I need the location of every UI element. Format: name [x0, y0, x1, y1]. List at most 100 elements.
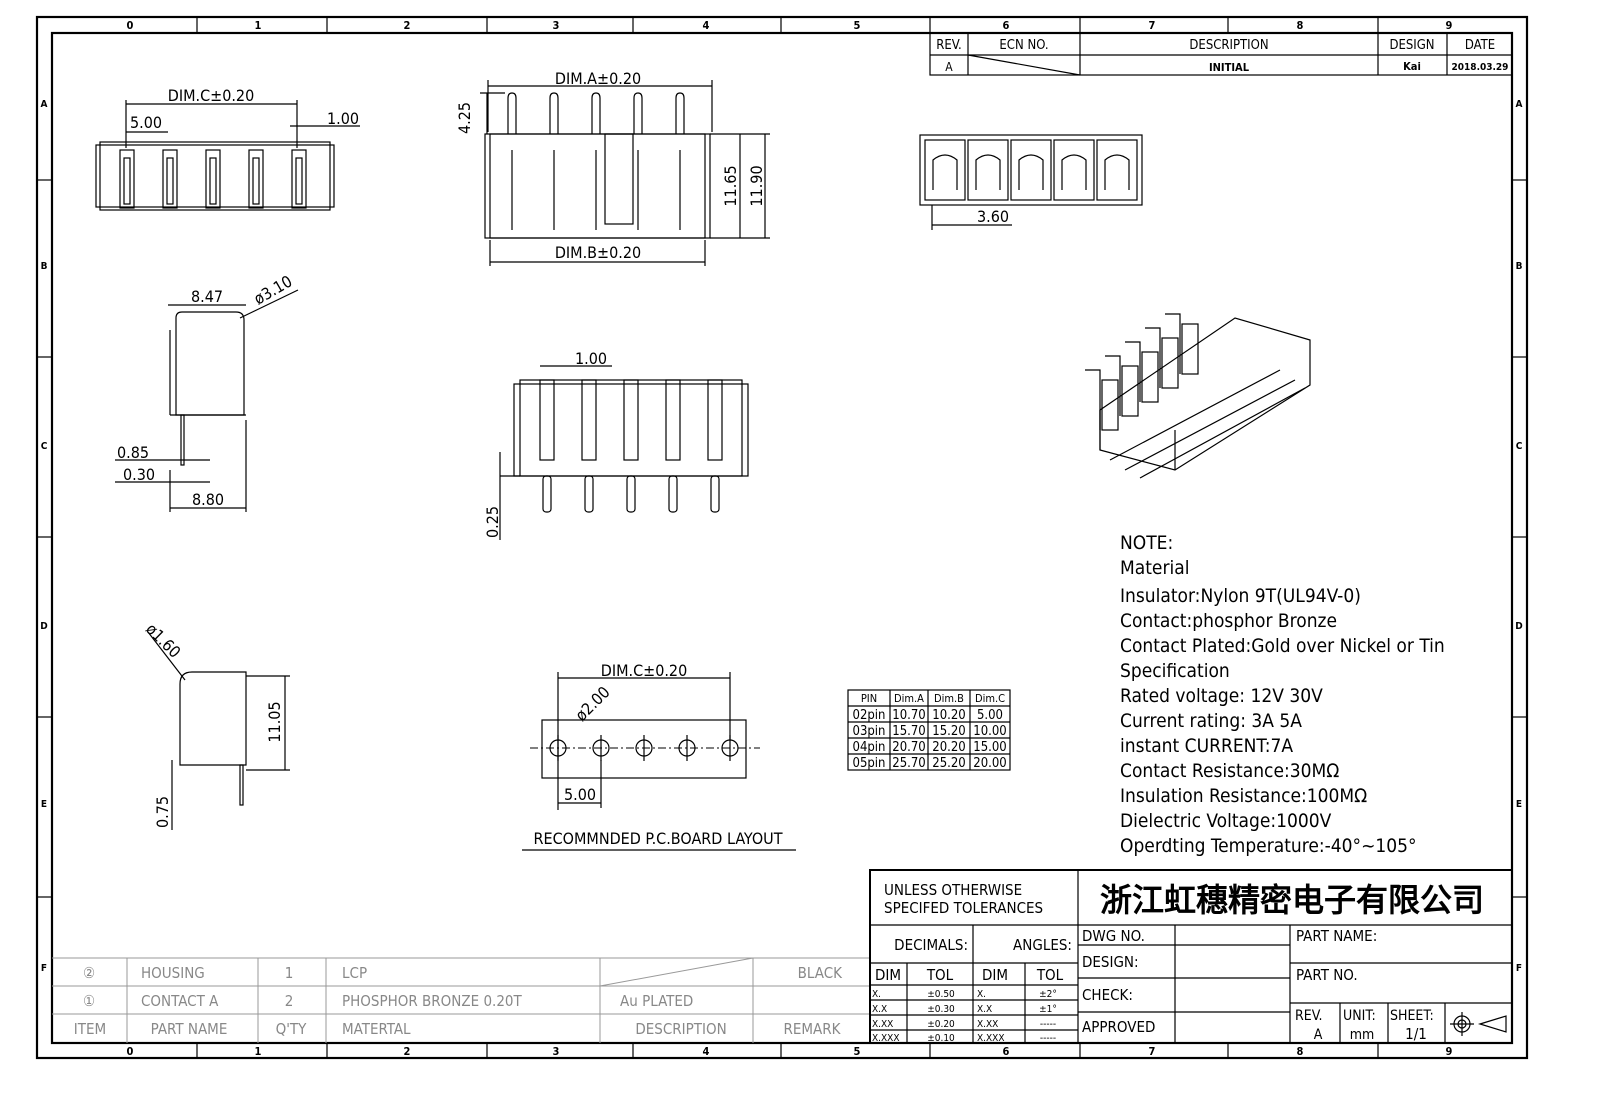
column-label-top: 0: [127, 19, 134, 32]
row-label-left: D: [40, 621, 47, 632]
pin-slot: [539, 379, 555, 461]
note-line: Contact:phosphor Bronze: [1120, 610, 1337, 632]
pin: [295, 157, 303, 205]
bom-material: LCP: [342, 964, 367, 982]
pin: [1085, 369, 1101, 430]
bom-part: HOUSING: [141, 964, 205, 982]
pin-slot: [665, 379, 681, 461]
table-cell: 10.70: [892, 708, 925, 723]
contact-cavity: [1053, 139, 1095, 201]
pin: [549, 92, 559, 134]
hole-diameter-label: ø2.00: [571, 683, 613, 725]
projection-symbol-icon: [1450, 1012, 1507, 1036]
note-line: Rated voltage: 12V 30V: [1120, 685, 1323, 707]
design-label: DESIGN:: [1082, 953, 1139, 971]
contact-cavity: [1181, 323, 1199, 375]
pin-leg: [542, 475, 552, 513]
contact-cavity: [1161, 337, 1179, 389]
pin-slot: [581, 379, 597, 461]
bom-item: ②: [83, 964, 95, 982]
pin: [1165, 313, 1181, 374]
bom-remark: BLACK: [798, 964, 844, 982]
table-cell: 10.20: [932, 708, 965, 723]
pin-width-label: 1.00: [327, 109, 359, 128]
radius-310-label: ø3.10: [251, 272, 296, 309]
date-value: 2018.03.29: [1452, 62, 1509, 73]
table-cell: 25.70: [892, 756, 925, 771]
sheet-value: 1/1: [1405, 1025, 1427, 1043]
note-line: Dielectric Voltage:1000V: [1120, 810, 1332, 832]
pin-slot: [623, 379, 639, 461]
pcb-dim-c-label: DIM.C±0.20: [601, 661, 687, 680]
height-1105-label: 11.05: [265, 701, 284, 742]
pin-slot: [119, 149, 135, 209]
column-label-bottom: 4: [703, 1045, 710, 1058]
table-cell: 15.70: [892, 724, 925, 739]
pin: [633, 92, 643, 134]
bom-description: Au PLATED: [620, 992, 693, 1010]
row-label-right: A: [1516, 99, 1523, 110]
decimal-tol: ±0.30: [927, 1004, 955, 1015]
column-label-top: 8: [1297, 19, 1304, 32]
decimal-dim: X.XXX: [872, 1033, 900, 1044]
rev-label: REV.: [1295, 1008, 1323, 1024]
column-label-bottom: 5: [854, 1045, 861, 1058]
bom-header-item: ITEM: [74, 1020, 106, 1038]
pitch-label: 5.00: [130, 113, 162, 132]
note-line: Insulator:Nylon 9T(UL94V-0): [1120, 585, 1361, 607]
width-360-label: 3.60: [977, 207, 1009, 226]
pin: [252, 157, 260, 205]
pin-leg: [584, 475, 594, 513]
height-425-label: 4.25: [455, 102, 474, 134]
contact: [932, 154, 958, 190]
decimal-tol-header: TOL: [926, 966, 954, 984]
decimal-dim: X.X: [872, 1004, 887, 1015]
bom-header-material: MATERTAL: [342, 1020, 411, 1038]
title-block: UNLESS OTHERWISE SPECIFED TOLERANCES 浙江虹…: [869, 869, 1513, 1044]
row-label-left: A: [41, 99, 48, 110]
pin: [1105, 355, 1121, 416]
unit-label: UNIT:: [1343, 1008, 1376, 1024]
pin-leg: [626, 475, 636, 513]
pin: [507, 92, 517, 134]
dwg-no-label: DWG NO.: [1082, 927, 1145, 945]
tolerance-title-2: SPECIFED TOLERANCES: [884, 899, 1043, 917]
top-view-right: 3.60: [919, 134, 1143, 230]
angle-dim: X.: [977, 989, 986, 1000]
approved-label: APPROVED: [1082, 1018, 1155, 1036]
angle-dim: X.XXX: [977, 1033, 1005, 1044]
row-label-right: B: [1516, 261, 1523, 272]
angle-tol: -----: [1040, 1019, 1056, 1030]
table-cell: 20.70: [892, 740, 925, 755]
part-name-label: PART NAME:: [1296, 927, 1377, 945]
bom-qty: 1: [285, 964, 294, 982]
design-header: DESIGN: [1389, 38, 1434, 53]
contact: [975, 154, 1001, 190]
column-label-bottom: 0: [127, 1045, 134, 1058]
table-header: Dim.A: [894, 692, 924, 705]
table-cell: 05pin: [853, 756, 886, 771]
pin-slot: [162, 149, 178, 209]
table-header: Dim.B: [934, 692, 964, 705]
table-cell: 5.00: [977, 708, 1003, 723]
decimal-dim-header: DIM: [875, 966, 901, 984]
bom-header-remark: REMARK: [784, 1020, 842, 1038]
row-label-right: D: [1515, 621, 1522, 632]
decimal-tol: ±0.10: [927, 1033, 955, 1044]
part-no-label: PART NO.: [1296, 966, 1358, 984]
pin: [209, 157, 217, 205]
date-header: DATE: [1465, 38, 1495, 53]
contact: [1061, 154, 1087, 190]
pin-slot: [205, 149, 221, 209]
pin: [166, 157, 174, 205]
column-label-bottom: 8: [1297, 1045, 1304, 1058]
dim-c-label: DIM.C±0.20: [168, 86, 254, 105]
isometric-view: [1085, 313, 1311, 479]
note-line: Specification: [1120, 660, 1230, 682]
contact-cavity: [1096, 139, 1138, 201]
pin-slot: [248, 149, 264, 209]
column-label-top: 4: [703, 19, 710, 32]
angle-tol: -----: [1040, 1033, 1056, 1044]
